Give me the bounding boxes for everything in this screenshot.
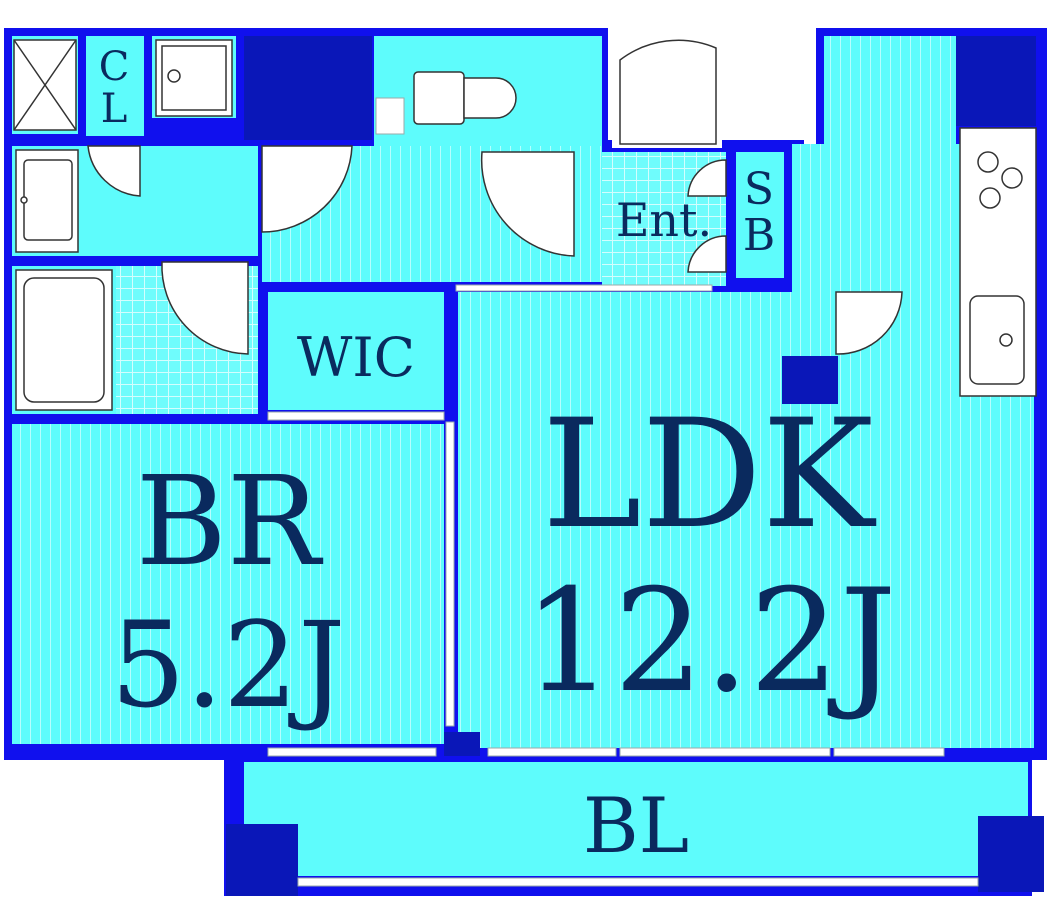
bedroom-name-label: BR: [136, 450, 324, 594]
shoe-box-floor: [736, 152, 784, 278]
ldk-name-label: LDK: [542, 388, 877, 562]
bathtub: [15, 269, 113, 411]
ldk-floor: [458, 292, 1034, 748]
wash-basin: [15, 149, 79, 253]
bedroom-size-label: 5.2J: [111, 596, 346, 734]
ldk-size-label: 12.2J: [523, 559, 896, 724]
wic-floor: [268, 292, 444, 410]
wic-label: WIC: [297, 326, 415, 389]
entrance-label: Ent.: [616, 193, 712, 247]
kitchen-top-floor: [824, 36, 956, 148]
fixtures: [13, 39, 1037, 411]
kitchen-counter: [959, 127, 1037, 397]
kitchen-floor: [792, 144, 962, 294]
columns: [226, 36, 1044, 896]
door-swings: [87, 39, 903, 355]
balcony-floor: [244, 762, 1028, 876]
windows: [267, 97, 979, 887]
washer-pan: [155, 39, 233, 117]
toilet: [413, 71, 517, 125]
storage-box: [13, 39, 77, 131]
balcony-label: BL: [583, 781, 689, 870]
bedroom-floor: [12, 424, 444, 744]
closet-floor: [86, 36, 144, 136]
